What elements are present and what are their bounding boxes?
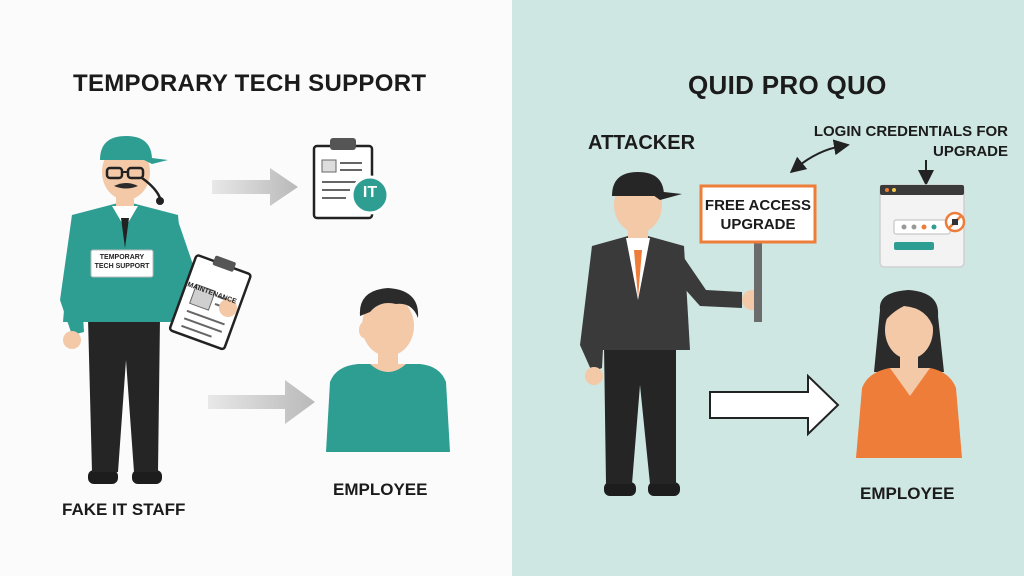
right-title: QUID PRO QUO: [688, 70, 887, 100]
employee-figure-left: [326, 288, 450, 452]
it-badge-text: IT: [362, 184, 378, 201]
employee-figure-right: [856, 290, 962, 458]
clipboard-it-icon: [312, 138, 390, 220]
free-access-sign: [699, 184, 817, 322]
login-window-icon: [879, 184, 966, 268]
fake-it-staff-figure: [60, 136, 222, 484]
left-title: TEMPORARY TECH SUPPORT: [73, 70, 427, 97]
staff-badge-text: TEMPORARY TECH SUPPORT: [94, 254, 150, 270]
employee-label-right: EMPLOYEE: [860, 484, 955, 503]
attacker-figure: [580, 172, 762, 496]
login-credentials-text: LOGIN CREDENTIALS FOR UPGRADE: [813, 123, 1008, 160]
double-arrow-icon: [789, 139, 850, 174]
fake-it-staff-label: FAKE IT STAFF: [62, 500, 186, 519]
attacker-label: ATTACKER: [588, 132, 696, 154]
sign-text: FREE ACCESS UPGRADE: [704, 197, 812, 233]
employee-label-left: EMPLOYEE: [333, 480, 428, 499]
arrow-right-icon: [208, 380, 315, 424]
arrow-right-icon: [709, 373, 840, 437]
arrow-right-icon: [212, 168, 298, 206]
maintenance-clipboard-icon: [168, 254, 252, 351]
